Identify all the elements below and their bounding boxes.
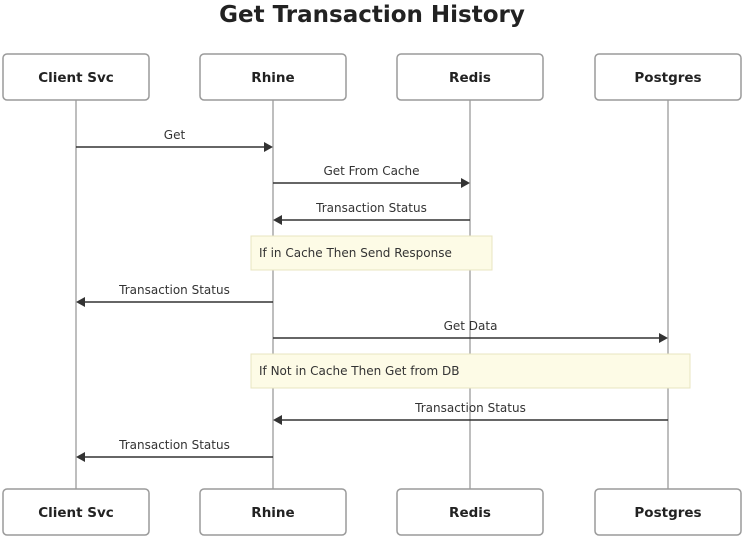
arrowhead-icon xyxy=(461,178,470,188)
actor-label: Postgres xyxy=(634,70,701,86)
message-arrow: Get Data xyxy=(273,319,668,343)
actor-postgres-top: Postgres xyxy=(594,53,742,101)
actor-redis-top: Redis xyxy=(396,53,544,101)
actor-label: Redis xyxy=(449,70,491,86)
note-text: If Not in Cache Then Get from DB xyxy=(259,364,459,378)
diagram-title: Get Transaction History xyxy=(219,2,525,28)
note-box xyxy=(250,235,493,271)
actor-box xyxy=(594,488,742,536)
actor-label: Redis xyxy=(449,505,491,521)
lifelines xyxy=(75,100,669,489)
message-arrow: Transaction Status xyxy=(273,401,668,425)
note: If in Cache Then Send Response xyxy=(250,235,493,271)
message-arrow: Get xyxy=(76,128,273,152)
actor-box xyxy=(2,488,150,536)
message-label: Get From Cache xyxy=(323,164,419,178)
actor-label: Postgres xyxy=(634,505,701,521)
message-label: Transaction Status xyxy=(118,283,230,297)
arrowhead-icon xyxy=(659,333,668,343)
actor-client-bottom: Client Svc xyxy=(2,488,150,536)
actor-box xyxy=(594,53,742,101)
note-box xyxy=(250,353,691,389)
arrowhead-icon xyxy=(76,297,85,307)
message-arrow: Get From Cache xyxy=(273,164,470,188)
actor-label: Client Svc xyxy=(38,505,114,521)
actor-label: Rhine xyxy=(251,505,294,521)
actor-box xyxy=(396,53,544,101)
arrowhead-icon xyxy=(273,215,282,225)
actor-box xyxy=(396,488,544,536)
actor-client-top: Client Svc xyxy=(2,53,150,101)
actor-box xyxy=(199,53,347,101)
actor-rhine-bottom: Rhine xyxy=(199,488,347,536)
message-label: Transaction Status xyxy=(414,401,526,415)
actor-postgres-bottom: Postgres xyxy=(594,488,742,536)
note: If Not in Cache Then Get from DB xyxy=(250,353,691,389)
arrowhead-icon xyxy=(76,452,85,462)
actor-label: Client Svc xyxy=(38,70,114,86)
message-arrow: Transaction Status xyxy=(76,283,273,307)
message-arrow: Transaction Status xyxy=(76,438,273,462)
message-label: Transaction Status xyxy=(118,438,230,452)
message-label: Get xyxy=(164,128,186,142)
actor-box xyxy=(199,488,347,536)
actor-redis-bottom: Redis xyxy=(396,488,544,536)
actor-rhine-top: Rhine xyxy=(199,53,347,101)
message-label: Transaction Status xyxy=(315,201,427,215)
actor-box xyxy=(2,53,150,101)
arrowhead-icon xyxy=(273,415,282,425)
arrowhead-icon xyxy=(264,142,273,152)
actor-label: Rhine xyxy=(251,70,294,86)
note-text: If in Cache Then Send Response xyxy=(259,246,452,260)
message-label: Get Data xyxy=(444,319,498,333)
message-arrow: Transaction Status xyxy=(273,201,470,225)
